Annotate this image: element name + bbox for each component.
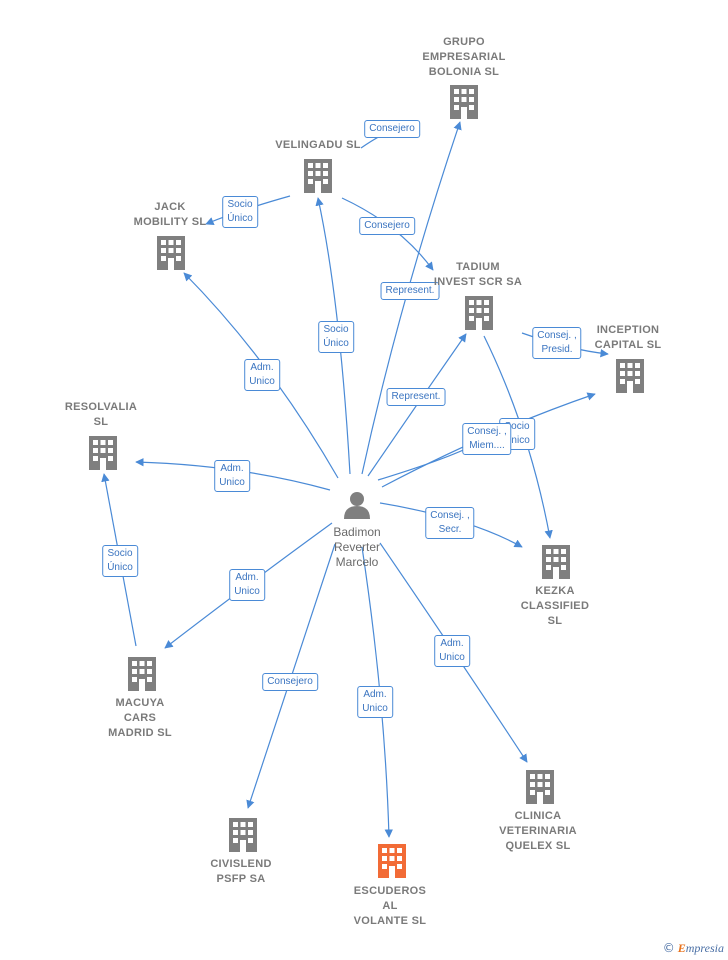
- edge-label-center-civislend[interactable]: Consejero: [262, 673, 318, 691]
- edge-label-center-kezka[interactable]: Consej. , Miem....: [462, 423, 512, 455]
- building-icon-jack[interactable]: [157, 236, 185, 270]
- brand-name: mpresia: [685, 941, 724, 955]
- edge-label-center-clinica[interactable]: Adm. Unico: [434, 635, 470, 667]
- edge-label-macuya-resolvalia[interactable]: Socio Único: [102, 545, 138, 577]
- edge-label-center-grupo[interactable]: Represent.: [380, 282, 440, 300]
- building-icon-escuderos[interactable]: [378, 844, 406, 878]
- edge-label-center-jack[interactable]: Adm. Unico: [244, 359, 280, 391]
- edge-label-center-resolvalia[interactable]: Adm. Unico: [214, 460, 250, 492]
- building-icon-tadium[interactable]: [465, 296, 493, 330]
- building-icon-civislend[interactable]: [229, 818, 257, 852]
- building-icon-clinica[interactable]: [526, 770, 554, 804]
- person-icon[interactable]: [344, 492, 370, 519]
- building-icon-inception[interactable]: [616, 359, 644, 393]
- building-icon-grupo[interactable]: [450, 85, 478, 119]
- building-icon-kezka[interactable]: [542, 545, 570, 579]
- brand-footer: © Empresia: [663, 941, 724, 956]
- node-label-tadium[interactable]: TADIUM INVEST SCR SA: [433, 261, 523, 288]
- node-label-civislend[interactable]: CIVISLEND PSFP SA: [210, 858, 272, 885]
- edge-label-center-tadium[interactable]: Represent.: [386, 388, 446, 406]
- edge-label-velingadu-tadium[interactable]: Consejero: [359, 217, 415, 235]
- copyright-icon: ©: [662, 941, 675, 955]
- node-label-velingadu[interactable]: VELINGADU SL: [275, 139, 361, 151]
- edge-label-center-velingadu[interactable]: Socio Único: [318, 321, 354, 353]
- center-person-label[interactable]: Badimon Reverter Marcelo: [333, 525, 381, 569]
- node-label-jack[interactable]: JACK MOBILITY SL: [133, 201, 207, 228]
- building-icon-macuya[interactable]: [128, 657, 156, 691]
- nodes-layer: [89, 85, 644, 878]
- node-label-clinica[interactable]: CLINICA VETERINARIA QUELEX SL: [499, 810, 577, 852]
- node-label-resolvalia[interactable]: RESOLVALIA SL: [64, 401, 138, 428]
- edge-label-center-macuya[interactable]: Adm. Unico: [229, 569, 265, 601]
- edge-label-velingadu-jack[interactable]: Socio Único: [222, 196, 258, 228]
- node-label-inception[interactable]: INCEPTION CAPITAL SL: [594, 324, 662, 351]
- node-label-escuderos[interactable]: ESCUDEROS AL VOLANTE SL: [353, 885, 427, 927]
- building-icon-resolvalia[interactable]: [89, 436, 117, 470]
- edge-label-tadium-inception[interactable]: Consej. , Presid.: [532, 327, 582, 359]
- building-icon-velingadu[interactable]: [304, 159, 332, 193]
- edge-center-velingadu: [315, 197, 351, 475]
- edge-label-center-kezka[interactable]: Consej. , Secr.: [425, 507, 475, 539]
- node-label-grupo[interactable]: GRUPO EMPRESARIAL BOLONIA SL: [422, 36, 506, 78]
- edge-label-center-escuderos[interactable]: Adm. Unico: [357, 686, 393, 718]
- node-label-macuya[interactable]: MACUYA CARS MADRID SL: [108, 697, 172, 739]
- edge-label-velingadu-grupo[interactable]: Consejero: [364, 120, 420, 138]
- brand-initial: E: [677, 941, 686, 955]
- node-label-kezka[interactable]: KEZKA CLASSIFIED SL: [520, 585, 590, 627]
